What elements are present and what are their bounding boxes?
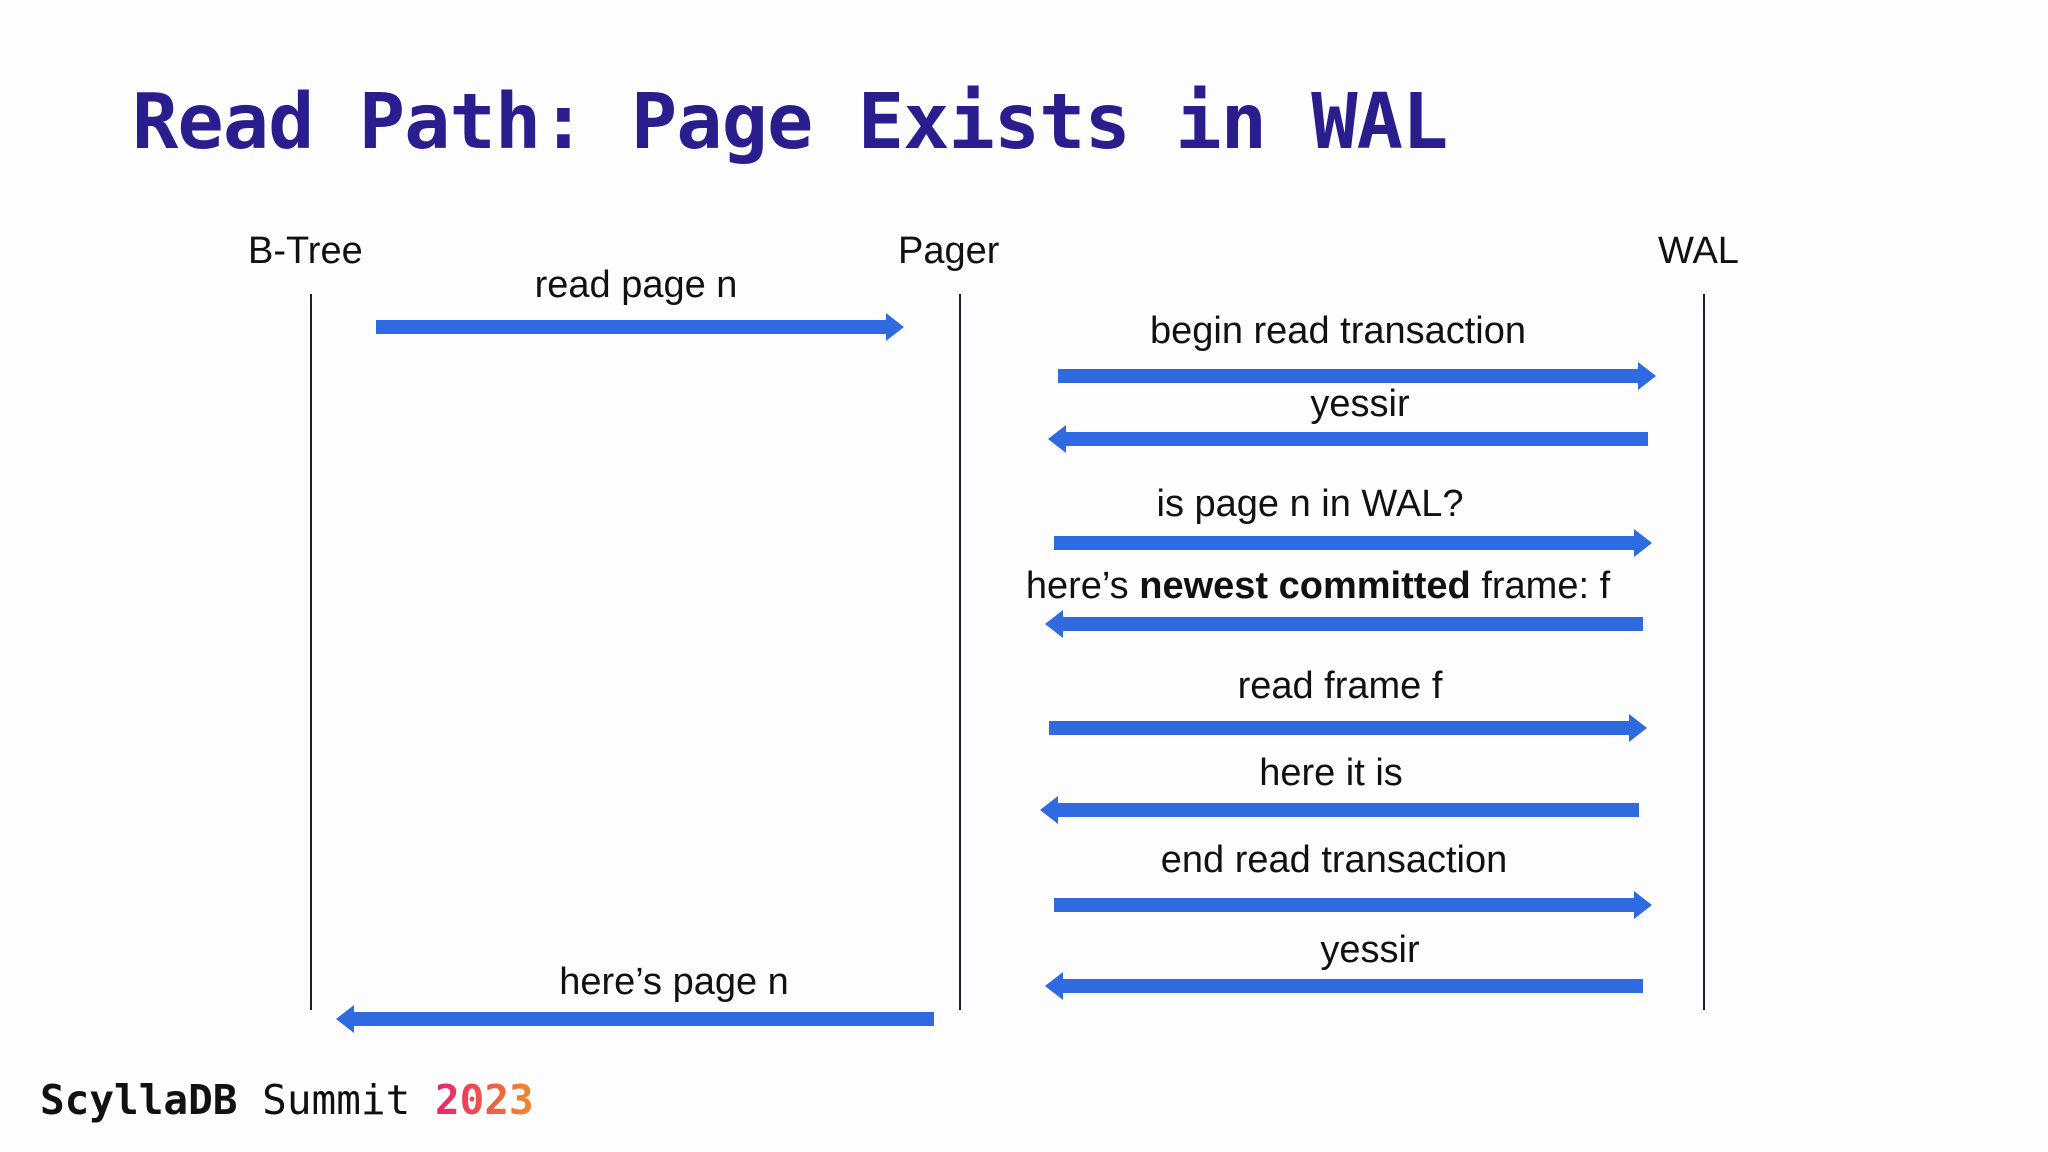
- lifeline-wal: [1703, 294, 1705, 1010]
- message-label-bold: newest committed: [1139, 565, 1471, 607]
- lifeline-btree: [310, 294, 312, 1010]
- lifeline-pager: [959, 294, 961, 1010]
- event-logo: ScyllaDB Summit 2023: [40, 1076, 534, 1124]
- message-label: is page n in WAL?: [1156, 483, 1464, 525]
- message-label: end read transaction: [1160, 839, 1508, 881]
- message-label-part: here’s: [1025, 565, 1140, 607]
- message-arrow-left: [1045, 972, 1643, 1000]
- footer-year: 2023: [434, 1076, 534, 1124]
- message-arrow-left: [336, 1005, 934, 1033]
- message-label: yessir: [1320, 929, 1420, 971]
- message-label: yessir: [1310, 383, 1410, 425]
- message-label-part: frame: f: [1470, 565, 1611, 607]
- message-label: begin read transaction: [1149, 310, 1527, 352]
- lane-label-btree: B-Tree: [248, 230, 363, 272]
- message-arrow-right: [1049, 714, 1647, 742]
- footer-event: Summit: [262, 1076, 411, 1124]
- lane-label-pager: Pager: [898, 230, 1000, 272]
- message-label: read frame f: [1237, 665, 1443, 707]
- message-arrow-left: [1048, 425, 1648, 453]
- message-arrow-right: [1054, 891, 1652, 919]
- slide-title: Read Path: Page Exists in WAL: [132, 78, 1448, 167]
- message-arrow-left: [1045, 610, 1643, 638]
- lane-label-wal: WAL: [1658, 230, 1739, 272]
- message-label: here’s page n: [559, 961, 789, 1003]
- footer-brand: ScyllaDB: [40, 1076, 238, 1124]
- message-label: here’s newest committed frame: f: [1026, 565, 1610, 608]
- message-arrow-right: [1058, 362, 1656, 390]
- message-label: here it is: [1259, 752, 1403, 794]
- message-label: read page n: [534, 264, 738, 306]
- message-arrow-left: [1040, 796, 1639, 824]
- message-arrow-right: [1054, 529, 1652, 557]
- message-arrow-right: [376, 313, 904, 341]
